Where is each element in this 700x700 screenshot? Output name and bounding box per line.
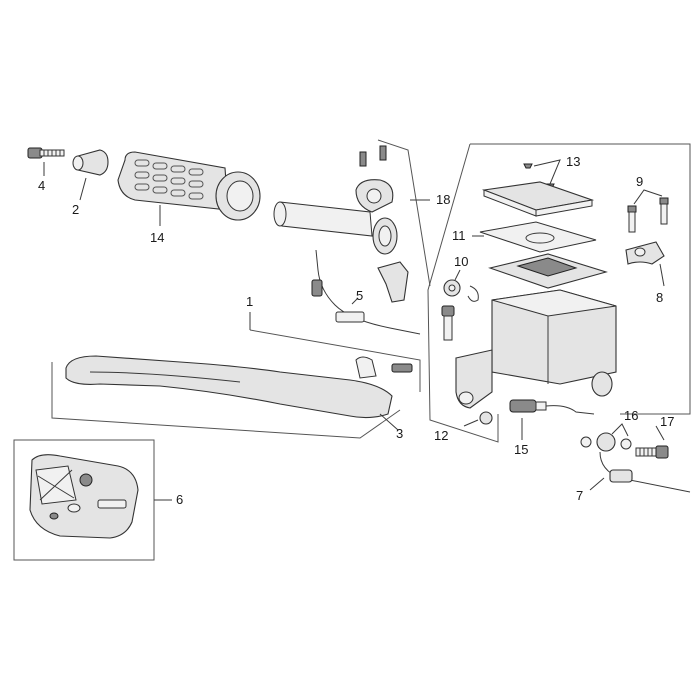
callout-12: 12: [434, 428, 448, 443]
part-reservoir-cap: [481, 181, 595, 217]
callout-9: 9: [636, 174, 643, 189]
callout-6: 6: [176, 492, 183, 507]
part-4-screw: [27, 147, 65, 159]
part-1-brake-lever: [65, 355, 413, 419]
callout-16: 16: [624, 408, 638, 423]
part-master-cylinder-body: [455, 289, 617, 409]
callout-4: 4: [38, 178, 45, 193]
callout-13: 13: [566, 154, 580, 169]
callout-3: 3: [396, 426, 403, 441]
part-2-bar-end: [72, 149, 109, 176]
part-18-throttle-housing: [355, 145, 409, 303]
part-throttle-tube: [273, 201, 398, 255]
part-9-clamp-bolts: [627, 197, 669, 233]
callout-14: 14: [150, 230, 164, 245]
part-14-grip: [117, 151, 261, 221]
callout-11: 11: [452, 228, 466, 243]
callout-2: 2: [72, 202, 79, 217]
callout-18: 18: [436, 192, 450, 207]
part-17-banjo-bolt: [635, 445, 669, 459]
part-16-washers: [580, 432, 632, 452]
part-7-brake-hose: [599, 451, 691, 493]
callout-17: 17: [660, 414, 674, 429]
part-10-washer: [443, 279, 479, 302]
callout-15: 15: [514, 442, 528, 457]
callout-8: 8: [656, 290, 663, 305]
part-15-brake-switch: [509, 399, 595, 415]
part-11-diaphragm: [479, 221, 608, 289]
callout-10: 10: [454, 254, 468, 269]
callout-1: 1: [246, 294, 253, 309]
callout-7: 7: [576, 488, 583, 503]
part-8-clamp: [625, 241, 665, 265]
part-5-cable: [311, 249, 421, 335]
part-6-lever-housing-detail: [29, 454, 139, 539]
callout-5: 5: [356, 288, 363, 303]
part-12-mount-bolt: [441, 305, 493, 425]
